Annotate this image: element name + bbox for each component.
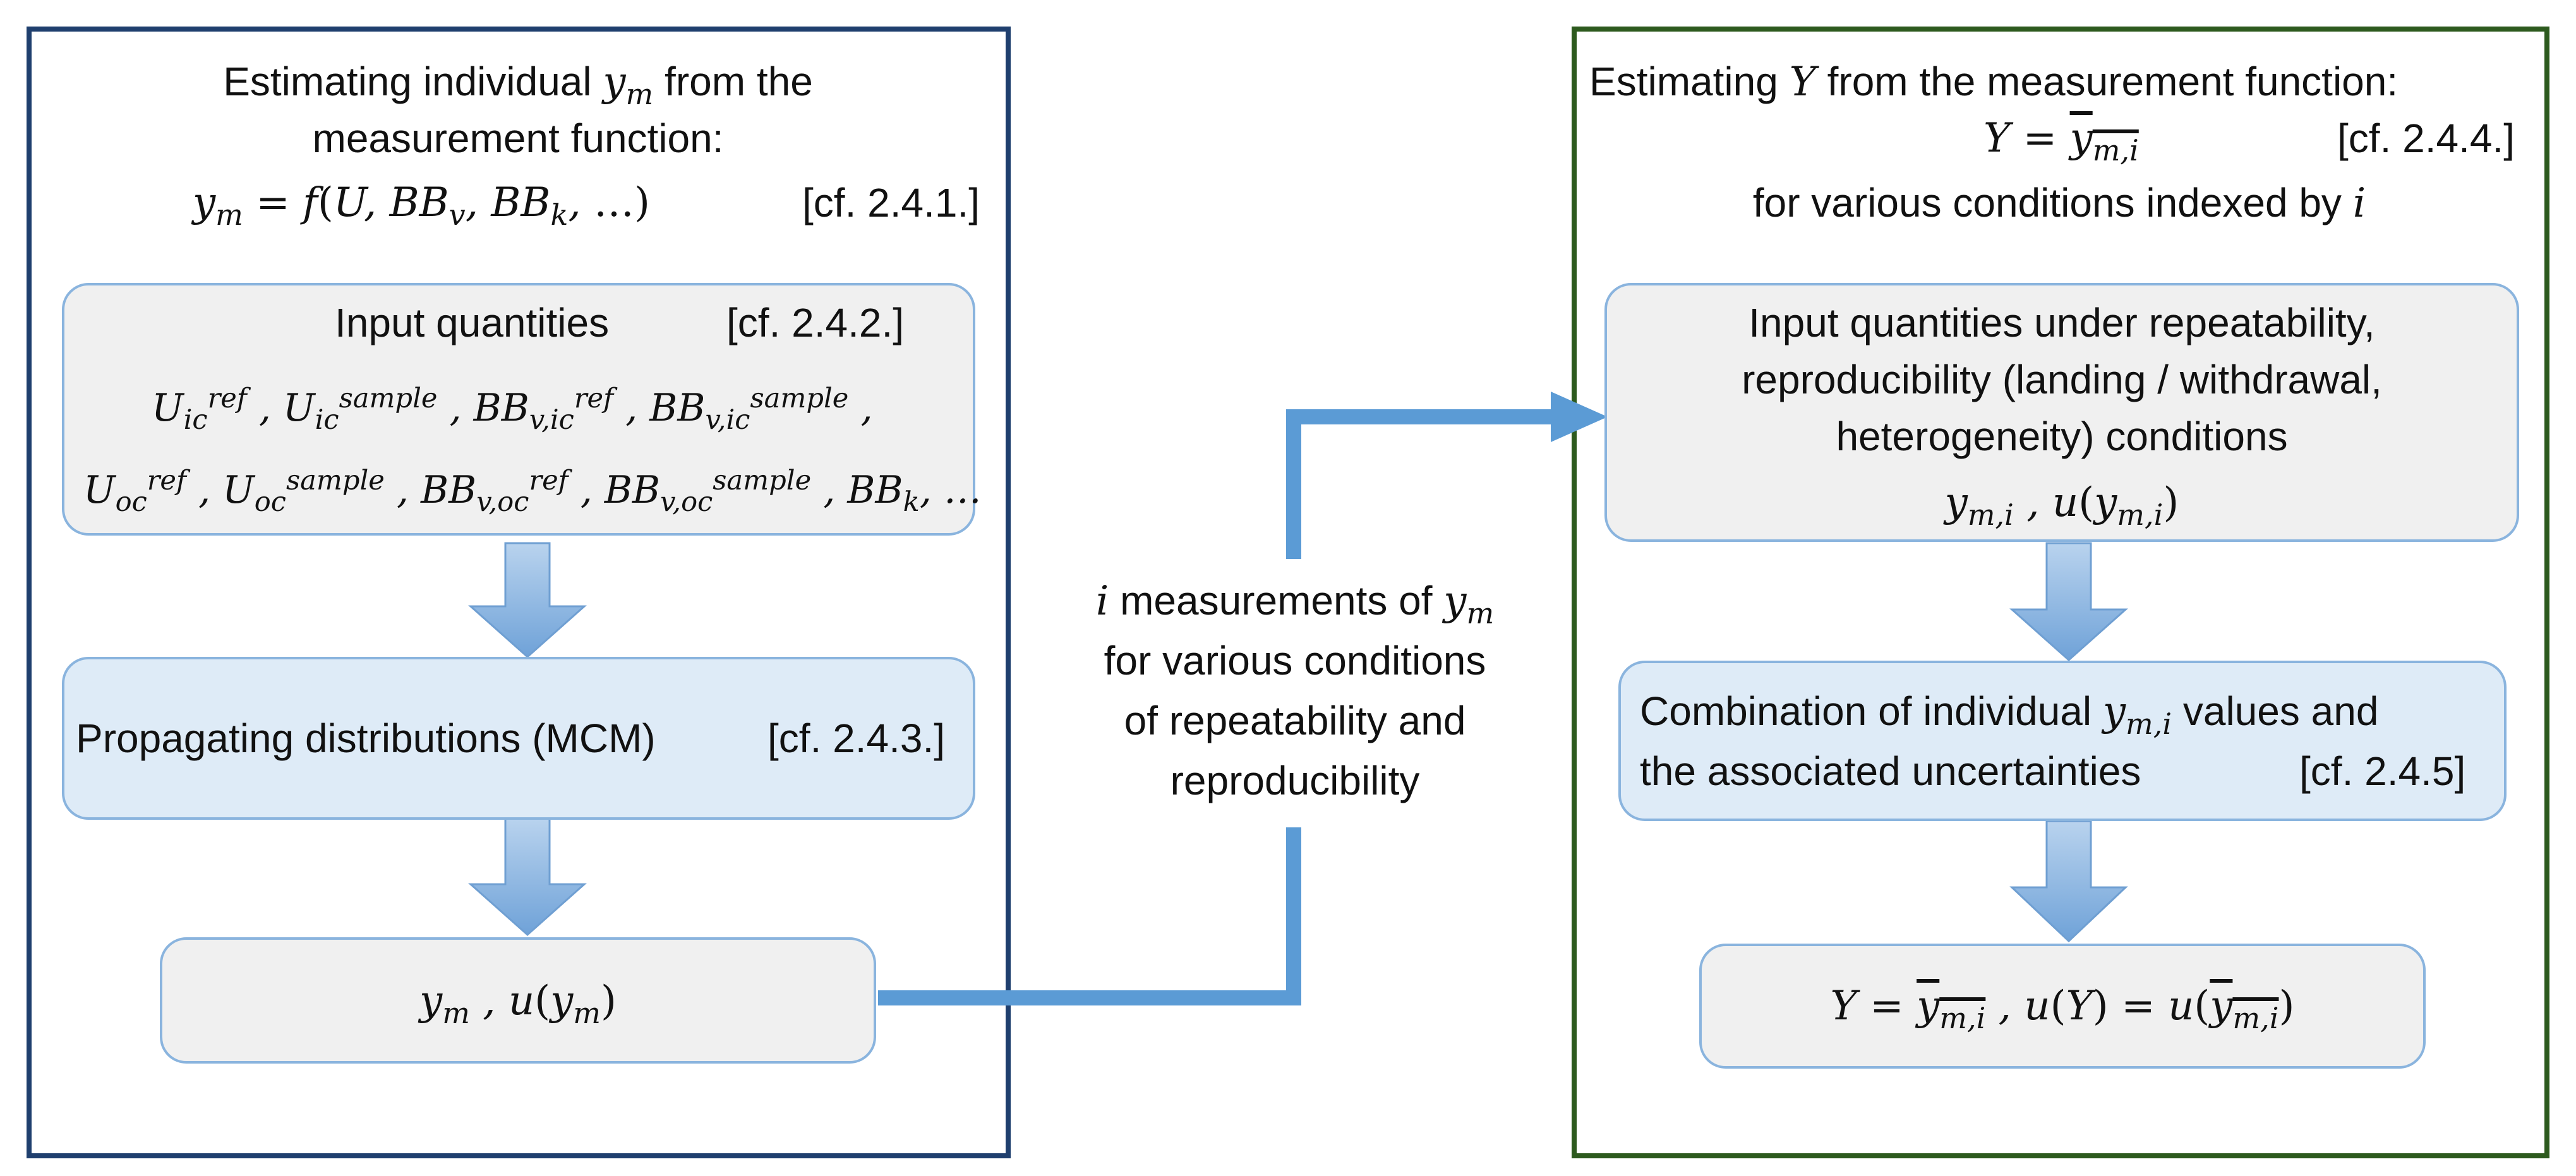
right-inputs-line2: reproducibility (landing / withdrawal,	[1742, 357, 2382, 402]
right-inputs-line1: Input quantities under repeatability,	[1748, 300, 2375, 345]
right-header-ref: [cf. 2.4.4.]	[2337, 116, 2515, 161]
left-header-formula: ym = f(U, BBv, BBk, …)	[193, 179, 651, 232]
right-inputs-box	[1604, 283, 2519, 542]
left-panel-frame	[27, 27, 1011, 1158]
middle-text-line4: reproducibility	[1170, 758, 1420, 803]
input-quantities-line1: Uicref , Uicsample , BBv,icref , BBv,ics…	[152, 383, 873, 436]
down-arrow-1	[468, 542, 587, 659]
ym-output-box	[160, 937, 876, 1064]
middle-text-line3: of repeatability and	[1124, 698, 1466, 743]
right-header-line1: Estimating Y from the measurement functi…	[1589, 59, 2398, 105]
right-inputs-formula: ym,i , u(ym,i)	[1944, 479, 2179, 532]
y-output-box	[1699, 944, 2426, 1069]
middle-text-line1: i measurements of ym	[1095, 578, 1495, 630]
connector-arrowhead	[1551, 392, 1608, 442]
connector-bottom	[878, 827, 1301, 1005]
y-output-text: Y = ym,i , u(Y) = u(ym,i)	[1830, 983, 2295, 1035]
right-header-line3: for various conditions indexed by i	[1752, 180, 2366, 227]
combination-line1: Combination of individual ym,i values an…	[1640, 688, 2379, 741]
left-header-line2: measurement function:	[312, 116, 724, 161]
down-arrow-4	[2009, 820, 2128, 943]
ym-output-text: ym , u(ym)	[419, 978, 617, 1030]
right-inputs-line3: heterogeneity) conditions	[1836, 414, 2288, 459]
combination-box	[1618, 661, 2507, 821]
propagating-box	[62, 657, 975, 820]
right-panel-frame	[1572, 27, 2549, 1158]
propagating-ref: [cf. 2.4.3.]	[767, 716, 946, 761]
middle-text-line2: for various conditions	[1104, 638, 1486, 683]
down-arrow-2	[468, 817, 587, 937]
input-quantities-ref: [cf. 2.4.2.]	[726, 300, 905, 345]
propagating-label: Propagating distributions (MCM)	[76, 716, 656, 761]
input-quantities-box	[62, 283, 975, 536]
right-header-formula: Y = ym,i	[1983, 115, 2139, 167]
connector-top	[1286, 409, 1567, 559]
left-header-ref: [cf. 2.4.1.]	[802, 180, 980, 225]
input-quantities-title: Input quantities	[335, 300, 610, 345]
down-arrow-3	[2009, 542, 2128, 662]
input-quantities-line2: Uocref , Uocsample , BBv,ocref , BBv,ocs…	[83, 465, 982, 518]
combination-line2: the associated uncertainties	[1640, 748, 2141, 794]
combination-ref: [cf. 2.4.5]	[2299, 748, 2466, 794]
left-header-line1: Estimating individual ym from the	[223, 59, 813, 111]
